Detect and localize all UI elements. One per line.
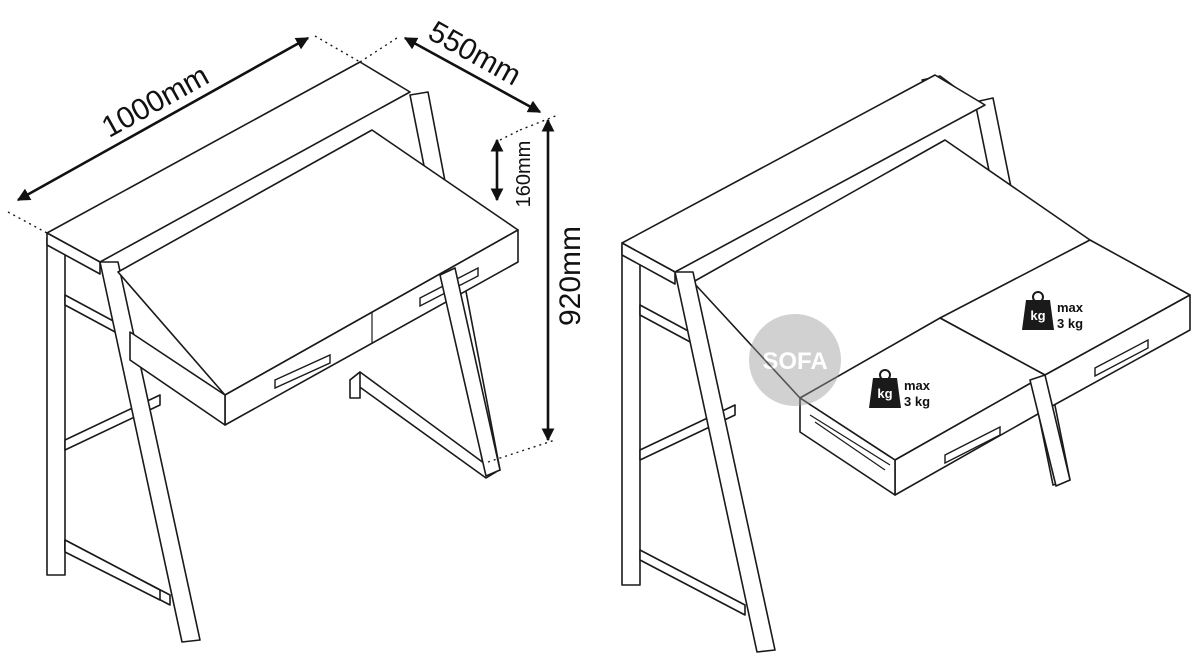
depth-arrow [403, 36, 542, 114]
drawer-handle-left [274, 353, 331, 390]
front-right-leg-open [1029, 374, 1071, 487]
back-foot-post [349, 371, 361, 399]
weight-label-left-drawer: kg max 3 kg [869, 369, 931, 409]
lower-rail [64, 539, 161, 601]
weight-icon [1022, 300, 1054, 330]
weight-label-right-drawer: kg max 3 kg [1022, 291, 1084, 331]
front-left-leg-open [674, 271, 776, 653]
back-left-leg [46, 233, 66, 576]
front-left-leg [99, 261, 201, 643]
upper-shelf-edge [46, 232, 101, 275]
svg-text:3 kg: 3 kg [904, 394, 930, 409]
shelf-height-label: 160mm [513, 141, 535, 208]
dimension-guides [7, 35, 559, 463]
width-label: 1000mm [96, 59, 214, 144]
drawer-runner [809, 414, 891, 466]
right-drawer-handle [1094, 338, 1149, 378]
svg-text:kg: kg [1030, 308, 1045, 323]
sofa-watermark: SOFA [749, 314, 841, 406]
left-drawer-side [799, 397, 896, 496]
desk-open [621, 74, 1191, 653]
svg-text:max: max [1057, 300, 1084, 315]
total-height-label: 920mm [554, 226, 587, 326]
svg-text:3 kg: 3 kg [1057, 316, 1083, 331]
weight-icon [869, 378, 901, 408]
left-shelf-bottom-open [639, 549, 746, 616]
depth-label: 550mm [423, 15, 527, 92]
desk-closed [46, 61, 519, 643]
dimension-arrows [16, 36, 555, 442]
back-left-leg-open [621, 242, 641, 586]
desk-side-apron [129, 331, 226, 426]
left-drawer-handle [944, 425, 1001, 465]
upper-shelf-edge-open [621, 242, 676, 285]
svg-text:max: max [904, 378, 931, 393]
watermark-circle [749, 314, 841, 406]
svg-text:kg: kg [877, 386, 892, 401]
watermark-text: SOFA [762, 348, 827, 375]
front-right-leg [439, 267, 501, 477]
width-arrow [16, 36, 310, 202]
